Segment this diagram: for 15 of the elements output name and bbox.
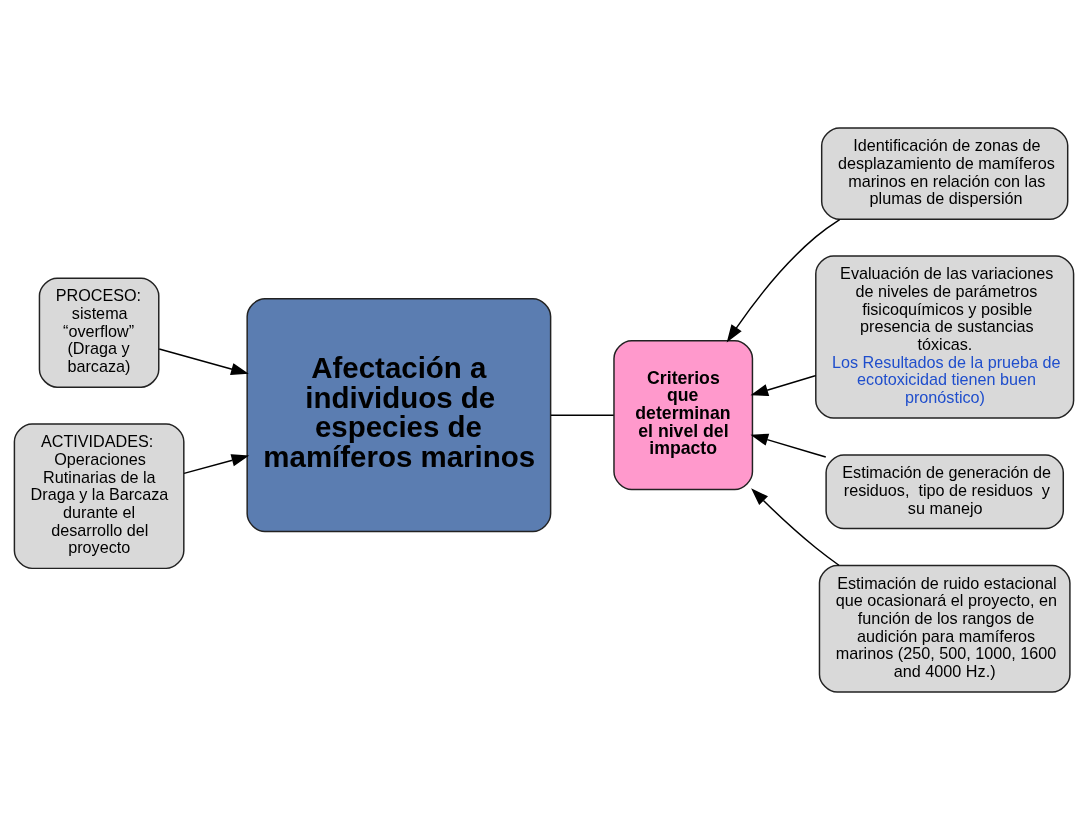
node-box: Estimación de generación de residuos, tipo de residuos y su manejo — [825, 454, 1064, 530]
node-box: Criterios que determinan el nivel del impacto — [613, 340, 754, 491]
arrow — [750, 433, 827, 458]
node-box: Evaluación de las variaciones de niveles de parámetros fisicoquímicos y posible presencia de sustancias tóxicas. Los Resultados de la prueba de ecotoxicidad tienen buen pronóstico) — [815, 255, 1075, 419]
arrow — [751, 488, 840, 566]
node-box: ACTIVIDADES: Operaciones Rutinarias de la Draga y la Barcaza durante el desarrollo del proyecto — [13, 423, 185, 570]
arrow — [183, 454, 250, 475]
node-box: Identificación de zonas de desplazamiento de mamíferos marinos en relación con las plumas de dispersión — [820, 127, 1069, 220]
node-box: Afectación a individuos de especies de mamíferos marinos — [246, 298, 552, 533]
arrow — [750, 374, 817, 397]
connector — [550, 414, 615, 416]
node-box: Estimación de ruido estacional que ocasionará el proyecto, en función de los rangos de audición para mamíferos marinos (250, 500, 1000, 1600 and 4000 Hz.) — [818, 564, 1071, 693]
arrow — [726, 218, 841, 343]
node-box: PROCESO: sistema “overflow” (Draga y barcaza) — [38, 277, 160, 388]
arrow — [158, 348, 249, 376]
